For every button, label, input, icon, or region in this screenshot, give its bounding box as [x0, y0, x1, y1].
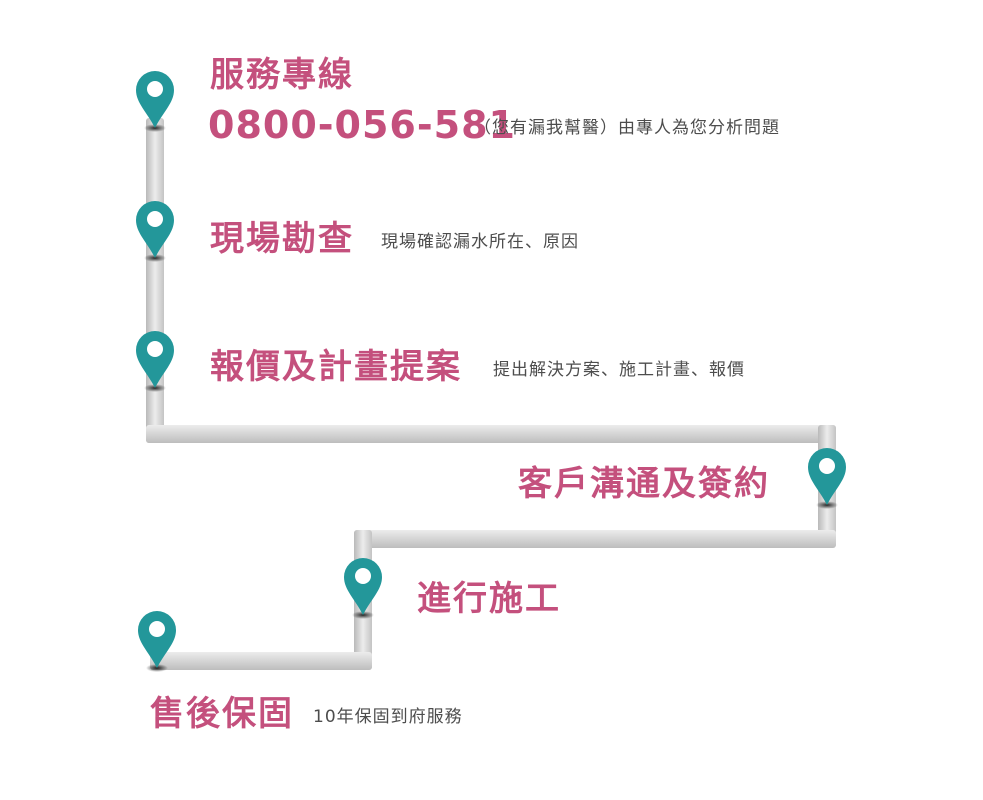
location-pin-icon [136, 331, 174, 392]
step-3-title: 報價及計畫提案 [210, 347, 462, 387]
route-segment [146, 118, 164, 443]
step-6-description: 10年保固到府服務 [313, 707, 463, 727]
location-pin-icon [808, 448, 846, 509]
step-1-title: 服務專線 [210, 55, 354, 95]
location-pin-icon [136, 71, 174, 132]
location-pin-icon [344, 558, 382, 619]
service-hotline-number[interactable]: 0800-056-581 [208, 103, 516, 147]
pins [136, 71, 846, 672]
route-segment [146, 425, 836, 443]
step-1-description: （您有漏我幫醫）由專人為您分析問題 [474, 118, 780, 138]
step-2-title: 現場勘查 [210, 219, 354, 259]
location-pin-icon [138, 611, 176, 672]
route-segment [150, 652, 372, 670]
step-3-description: 提出解決方案、施工計畫、報價 [493, 360, 745, 380]
route-segment [354, 530, 836, 548]
step-6-title: 售後保固 [150, 694, 294, 734]
step-4-title: 客戶溝通及簽約 [518, 464, 770, 504]
step-5-title: 進行施工 [417, 579, 561, 619]
location-pin-icon [136, 201, 174, 262]
step-2-description: 現場確認漏水所在、原因 [381, 232, 579, 252]
